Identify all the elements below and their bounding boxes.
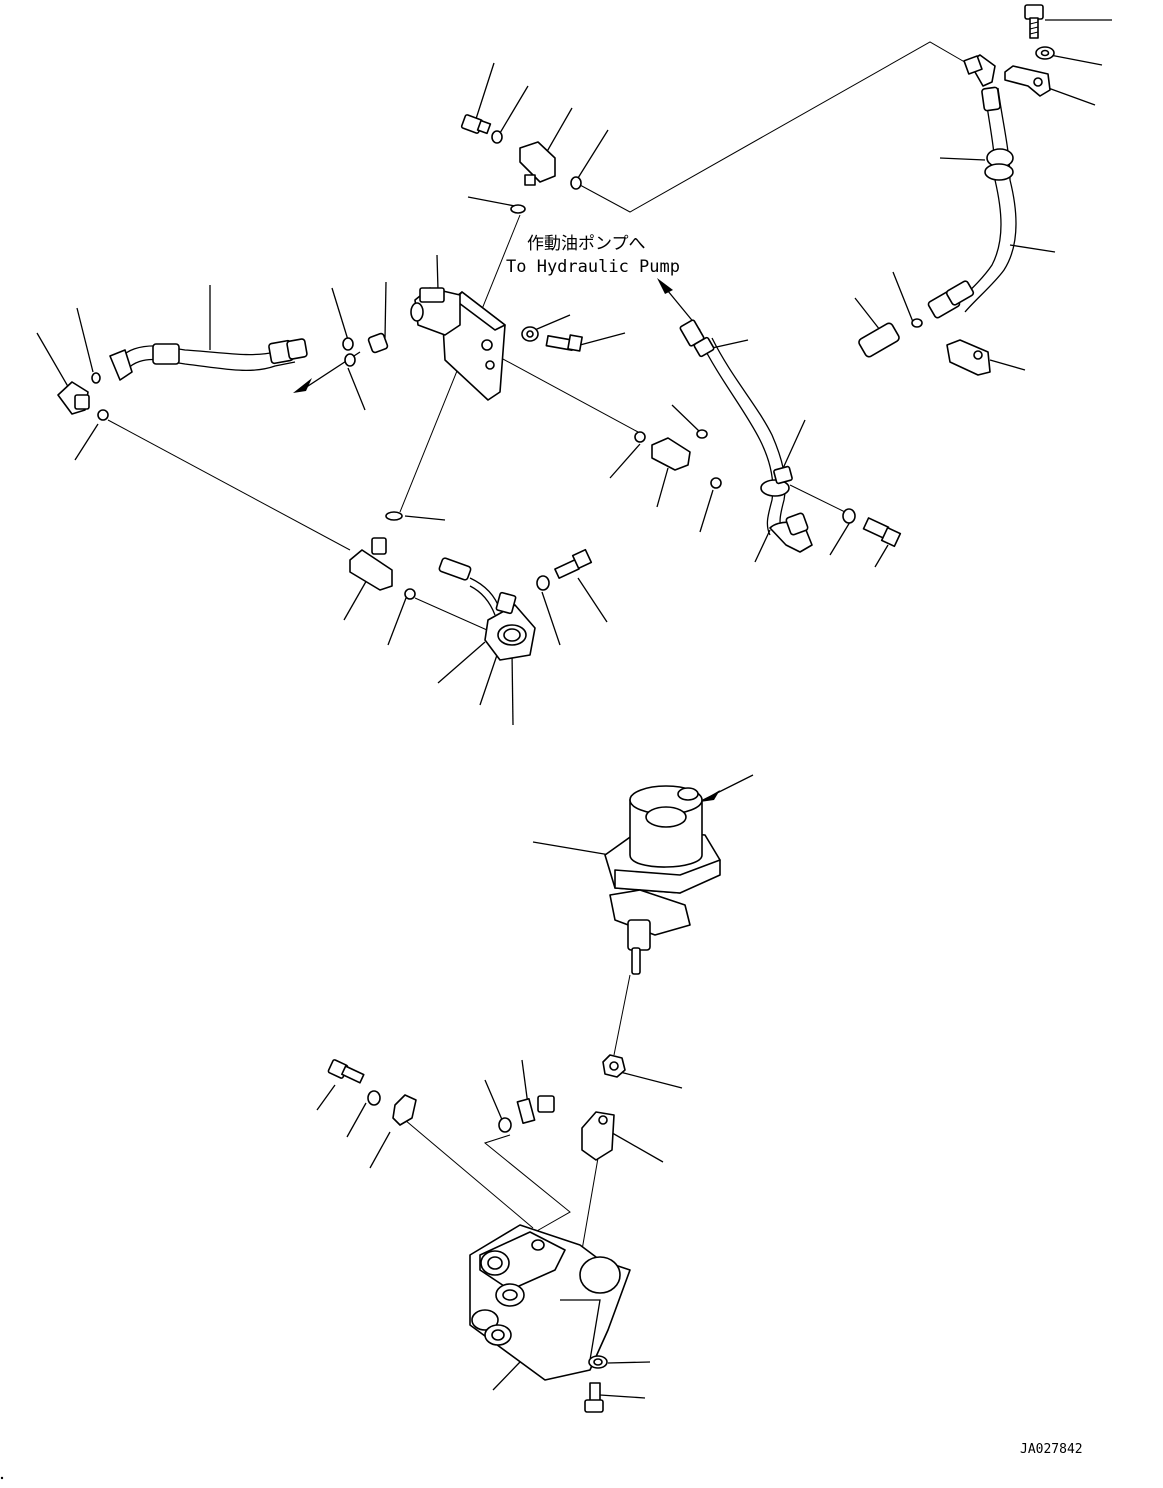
- arrow-left-hose: [293, 378, 312, 393]
- arrow-main-valve: [700, 790, 720, 802]
- flow-arrows: [293, 278, 720, 802]
- top-right-hose-assembly: [858, 4, 1055, 376]
- sensor-bracket-group: [349, 537, 593, 661]
- right-middle-hose: [634, 319, 902, 553]
- annotation-jp: 作動油ポンプへ: [527, 234, 646, 254]
- annotation-en: To Hydraulic Pump: [506, 257, 680, 277]
- corner-mark: [0, 1476, 4, 1480]
- left-hose-group: [57, 338, 308, 421]
- top-middle-parts: [460, 114, 582, 214]
- drawing-code: JA027842: [1020, 1442, 1083, 1457]
- main-valve: [602, 785, 721, 1078]
- manifold-block: [342, 287, 583, 521]
- lower-bracket-group: [327, 1059, 631, 1413]
- arrow-to-pump: [657, 278, 673, 294]
- leader-lines: [36, 19, 1112, 1399]
